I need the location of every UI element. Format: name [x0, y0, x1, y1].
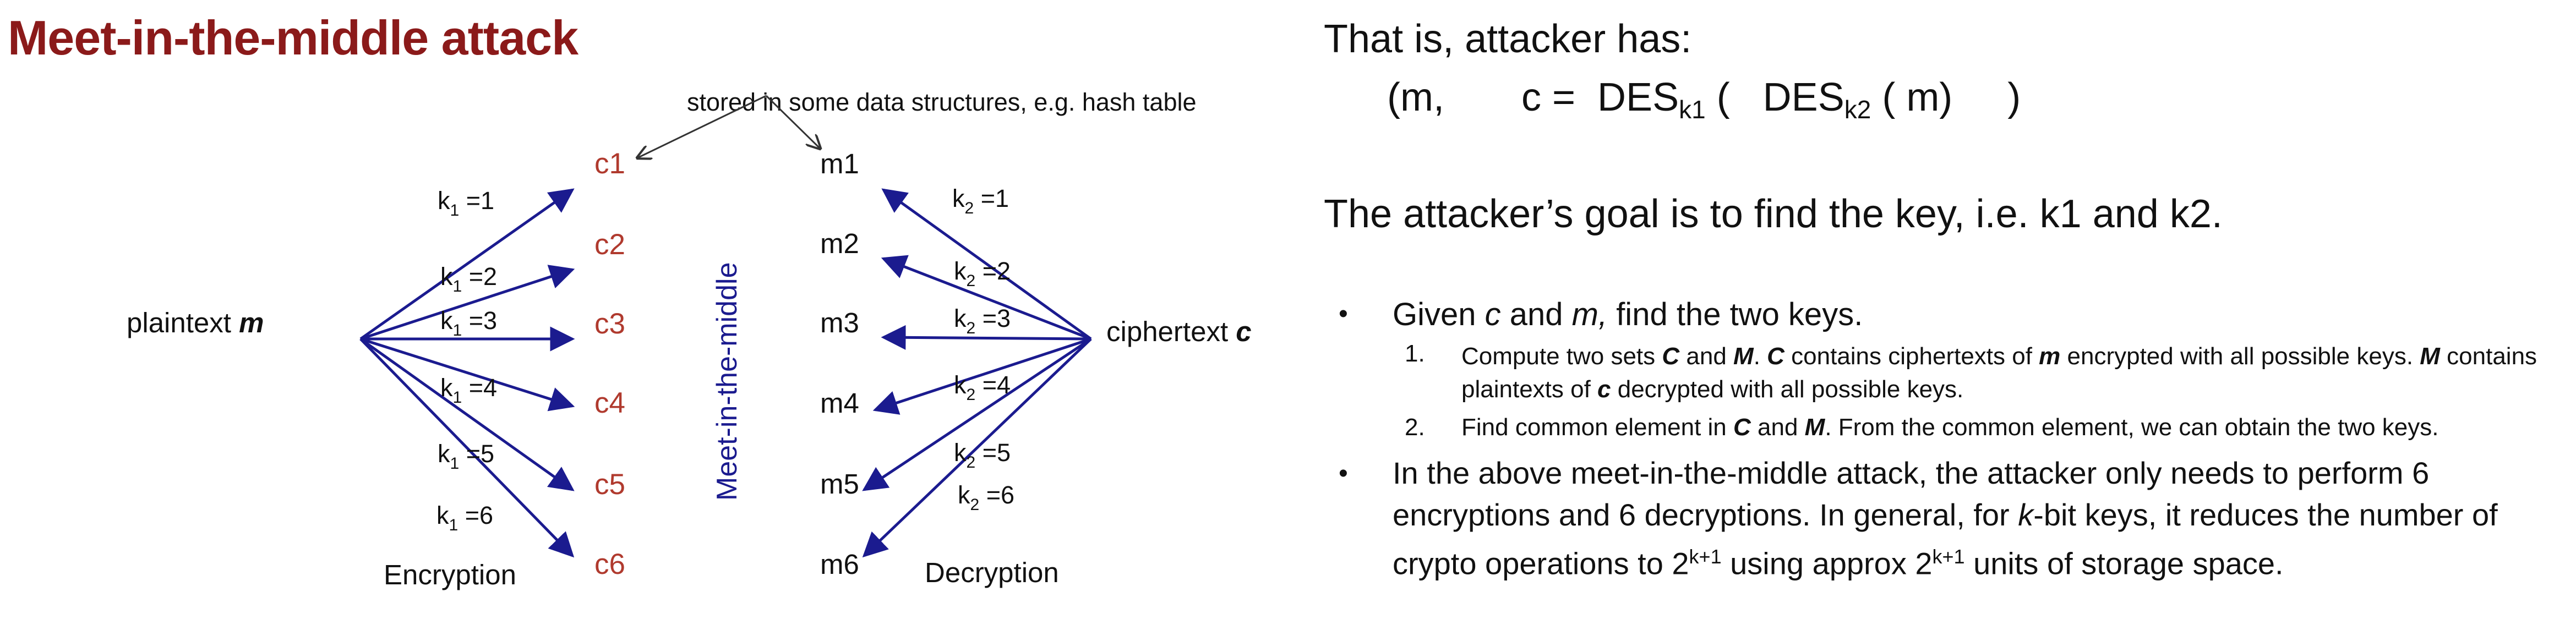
- encryption-arrow: [359, 337, 575, 491]
- k1-label: k1 =3: [440, 306, 497, 339]
- encryption-label: Encryption: [384, 559, 516, 590]
- step-2-text: Find common element in C and M. From the…: [1461, 414, 2439, 441]
- k2-label: k2 =5: [954, 439, 1011, 472]
- k1-labels: k1 =1 k1 =2 k1 =3 k1 =4 k1 =5 k1 =6: [436, 187, 497, 534]
- encryption-arrow: [360, 337, 575, 412]
- k2-label: k2 =3: [954, 304, 1011, 337]
- step-1-text: Compute two sets C and M. C contains cip…: [1461, 343, 2537, 403]
- encryption-arrow: [360, 265, 575, 341]
- mitm-diagram: stored in some data structures, e.g. has…: [127, 88, 1252, 590]
- decryption-label: Decryption: [925, 557, 1059, 588]
- note-arrow-to-m1: [765, 95, 820, 149]
- m-node: m4: [820, 387, 859, 419]
- step-1-number: 1.: [1405, 340, 1425, 367]
- ciphertext-equation: (m, c = DESk1 ( DESk2 ( m) ): [1387, 75, 2021, 124]
- k2-label: k2 =1: [952, 184, 1009, 217]
- attacker-goal: The attacker’s goal is to find the key, …: [1324, 192, 2223, 236]
- ciphertext-label: ciphertext c: [1106, 316, 1252, 347]
- decryption-arrow: [862, 337, 1092, 491]
- decryption-arrows: [862, 188, 1092, 558]
- attacker-has-line: That is, attacker has:: [1324, 17, 1692, 61]
- m-node: m6: [820, 549, 859, 580]
- c-node: c2: [594, 228, 625, 261]
- decryption-arrow: [881, 325, 1091, 350]
- c-node: c4: [594, 387, 625, 419]
- decryption-arrow: [862, 338, 1092, 558]
- bullet-given: Given c and m, find the two keys.: [1393, 297, 1863, 332]
- decryption-arrow: [881, 255, 1091, 341]
- c-node: c3: [594, 308, 625, 340]
- encryption-arrows: [359, 188, 575, 558]
- k2-label: k2 =4: [954, 371, 1011, 404]
- m-node: m3: [820, 307, 859, 338]
- c-nodes: c1 c2 c3 c4 c5 c6: [594, 147, 625, 580]
- encryption-arrow: [359, 338, 575, 558]
- k2-labels: k2 =1 k2 =2 k2 =3 k2 =4 k2 =5 k2 =6: [952, 184, 1014, 514]
- c-node: c6: [594, 548, 625, 580]
- note-arrow-to-c1: [637, 95, 767, 158]
- decryption-arrow: [881, 188, 1092, 341]
- slide-title: Meet-in-the-middle attack: [8, 10, 578, 65]
- k1-label: k1 =5: [438, 440, 494, 473]
- k2-label: k2 =6: [958, 481, 1014, 514]
- meet-in-the-middle-label: Meet-in-the-middle: [711, 262, 743, 501]
- k1-label: k1 =6: [436, 501, 493, 534]
- k1-label: k1 =1: [438, 187, 494, 220]
- c-node: c1: [594, 147, 625, 180]
- k1-label: k1 =4: [440, 374, 497, 407]
- m-node: m5: [820, 468, 859, 500]
- bullet-dot: •: [1339, 459, 1348, 488]
- plaintext-label: plaintext m: [127, 307, 264, 338]
- k1-label: k1 =2: [440, 262, 497, 295]
- k2-label: k2 =2: [954, 257, 1011, 290]
- m-node: m1: [820, 148, 859, 179]
- bullet-complexity: In the above meet-in-the-middle attack, …: [1393, 456, 2498, 581]
- c-node: c5: [594, 468, 625, 501]
- bullet-dot: •: [1339, 299, 1348, 328]
- storage-note: stored in some data structures, e.g. has…: [687, 88, 1197, 116]
- encryption-arrow: [359, 188, 575, 341]
- decryption-arrow: [872, 337, 1091, 415]
- m-node: m2: [820, 228, 859, 259]
- step-2-number: 2.: [1405, 414, 1425, 441]
- m-nodes: m1 m2 m3 m4 m5 m6: [820, 148, 859, 580]
